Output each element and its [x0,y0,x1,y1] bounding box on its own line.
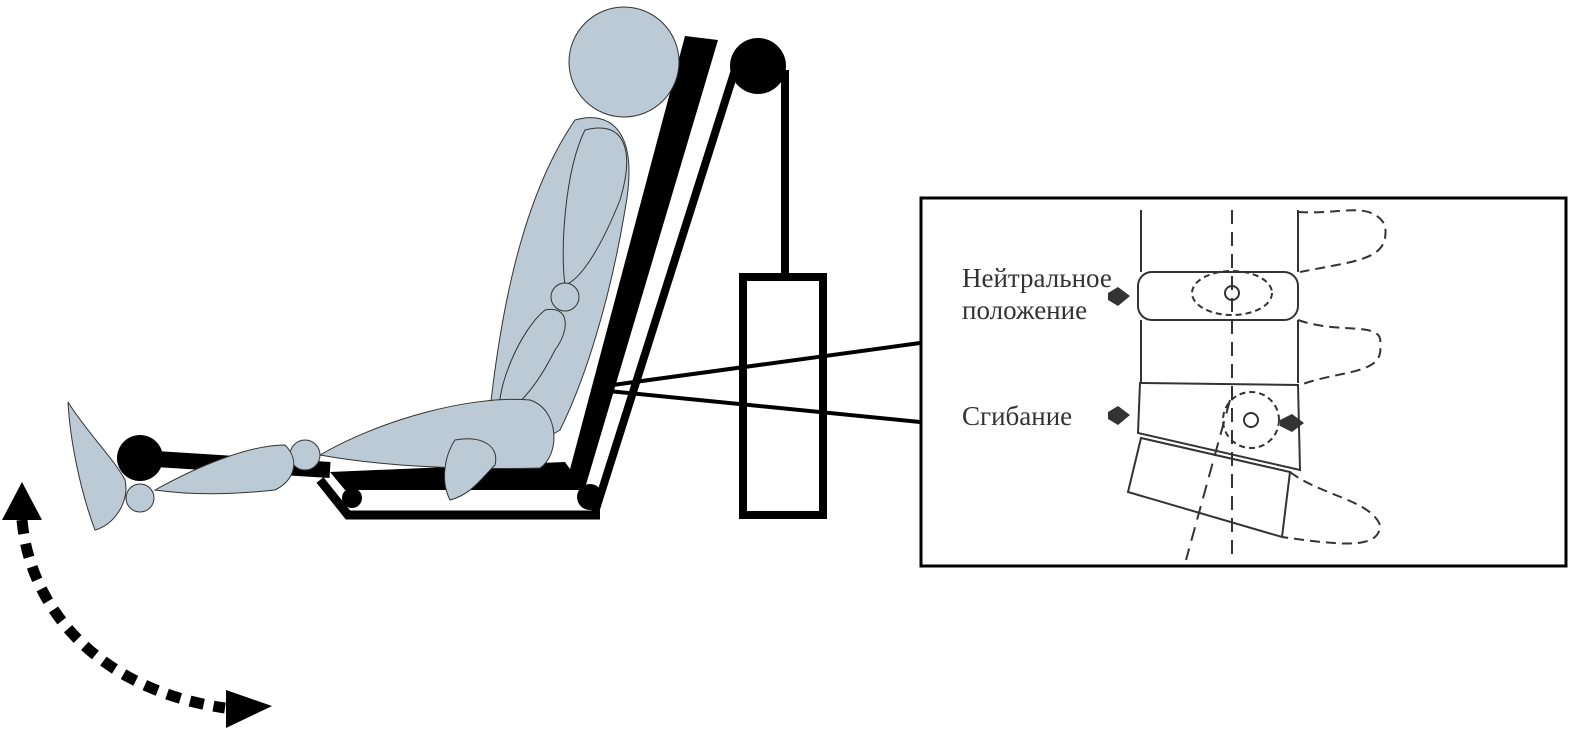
neutral-position-label: Нейтральное положение [962,262,1112,326]
hand [444,438,497,501]
foot [67,401,127,531]
flexion-label: Сгибание [962,401,1073,431]
pulley-icon [730,38,786,94]
callout-lines [597,341,921,424]
neutral-label-line2: положение [962,295,1088,325]
neutral-label-line1: Нейтральное [962,263,1112,293]
arrow-shift-icon [1280,414,1304,432]
lower-leg [153,444,295,495]
weight-stack [739,70,827,519]
arrow-flexion-icon [1108,406,1130,425]
motion-arrow-icon [2,482,272,728]
head [568,6,680,118]
upper-arm [562,127,627,286]
human-figure [67,6,680,531]
vertebra-flexion [1136,381,1302,472]
cable [591,68,739,514]
arrow-neutral-icon [1108,287,1130,306]
inset-panel [919,196,1568,568]
thigh [318,398,555,469]
